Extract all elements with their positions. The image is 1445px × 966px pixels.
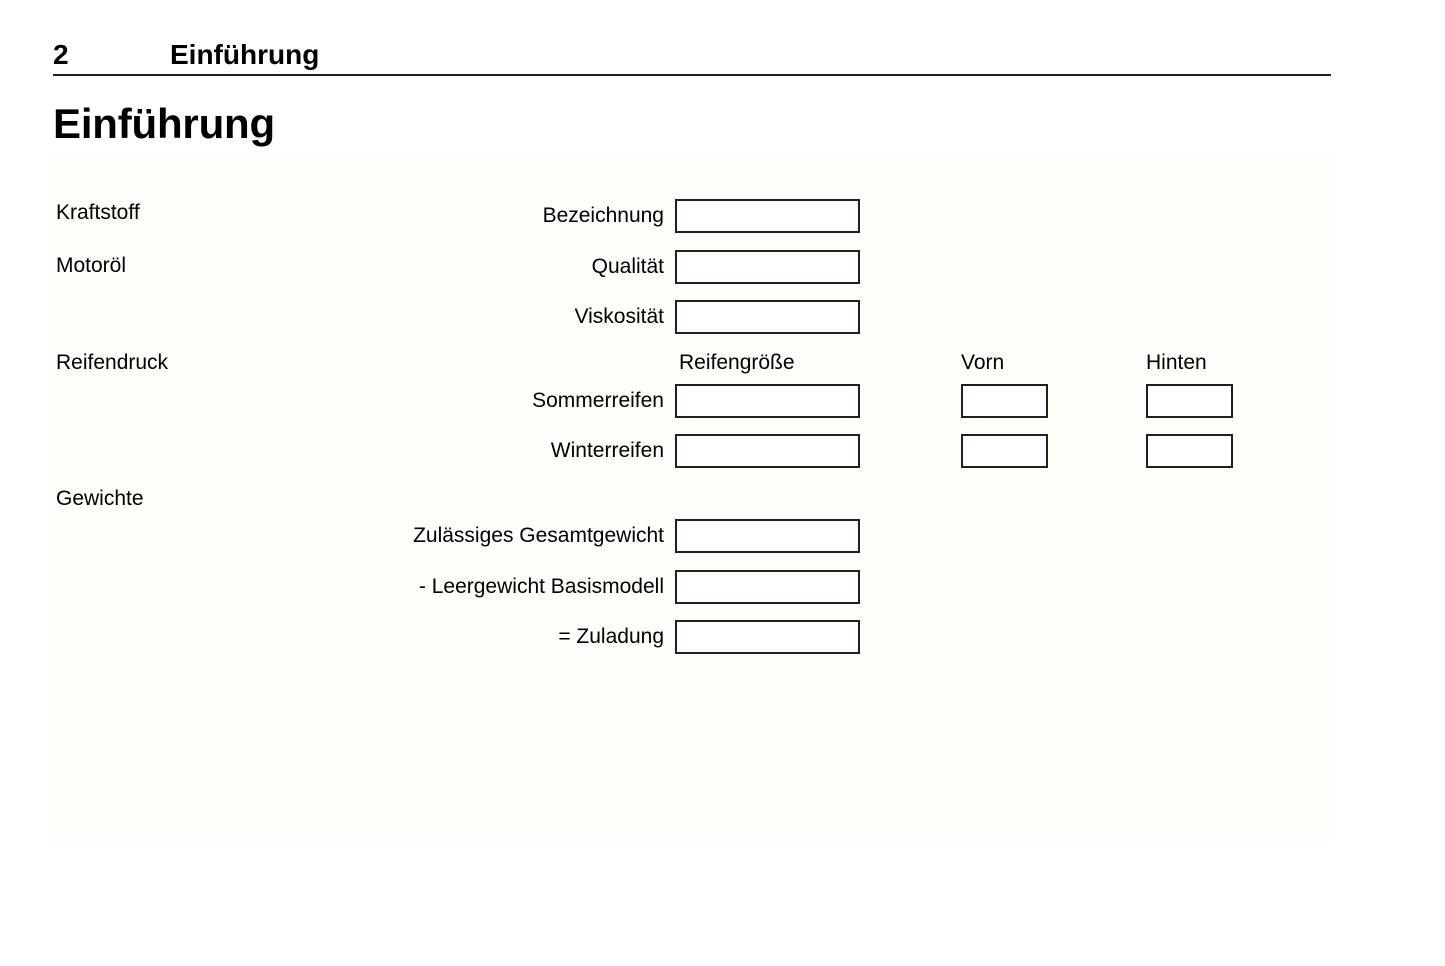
input-winterreifen-hinten[interactable] (1146, 434, 1233, 468)
field-label-qualitaet: Qualität (591, 255, 664, 278)
running-header: 2 Einführung (53, 38, 1331, 76)
field-label-leergewicht-basismodell: - Leergewicht Basismodell (418, 575, 664, 598)
input-sommerreifen-hinten[interactable] (1146, 384, 1233, 418)
field-row-viskositaet: Viskosität (48, 300, 1333, 334)
input-winterreifen-reifengroesse[interactable] (675, 434, 860, 468)
input-bezeichnung[interactable] (675, 199, 860, 233)
field-label-winterreifen: Winterreifen (550, 439, 664, 462)
field-label-viskositaet: Viskosität (574, 305, 665, 328)
header-chapter-title: Einführung (170, 39, 320, 70)
field-row-zuladung: = Zuladung (48, 620, 1333, 654)
section-label-reifendruck: Reifendruck (56, 351, 169, 374)
field-label-sommerreifen: Sommerreifen (532, 389, 664, 412)
column-header-vorn: Vorn (961, 351, 1005, 374)
section-label-gewichte: Gewichte (56, 487, 144, 510)
field-row-leergewicht-basismodell: - Leergewicht Basismodell (48, 570, 1333, 604)
section-label-kraftstoff: Kraftstoff (56, 201, 140, 224)
input-qualitaet[interactable] (675, 250, 860, 284)
input-viskositaet[interactable] (675, 300, 860, 334)
input-zuladung[interactable] (675, 620, 860, 654)
field-row-bezeichnung: Bezeichnung (48, 199, 1333, 233)
page-number: 2 (53, 39, 69, 70)
input-zulaessiges-gesamtgewicht[interactable] (675, 519, 860, 553)
field-row-sommerreifen: Sommerreifen (48, 384, 1333, 418)
field-row-winterreifen: Winterreifen (48, 434, 1333, 468)
input-sommerreifen-reifengroesse[interactable] (675, 384, 860, 418)
field-label-zulaessiges-gesamtgewicht: Zulässiges Gesamtgewicht (413, 524, 664, 547)
input-leergewicht-basismodell[interactable] (675, 570, 860, 604)
page-title: Einführung (53, 100, 275, 147)
field-label-zuladung: = Zuladung (558, 625, 664, 648)
field-label-bezeichnung: Bezeichnung (542, 204, 664, 227)
column-header-hinten: Hinten (1146, 351, 1207, 374)
column-header-reifengroesse: Reifengröße (679, 351, 795, 374)
field-row-zulaessiges-gesamtgewicht: Zulässiges Gesamtgewicht (48, 519, 1333, 553)
input-sommerreifen-vorn[interactable] (961, 384, 1048, 418)
field-row-qualitaet: Qualität (48, 250, 1333, 284)
section-label-motoroel: Motoröl (56, 254, 127, 277)
header-divider (53, 74, 1331, 76)
input-winterreifen-vorn[interactable] (961, 434, 1048, 468)
